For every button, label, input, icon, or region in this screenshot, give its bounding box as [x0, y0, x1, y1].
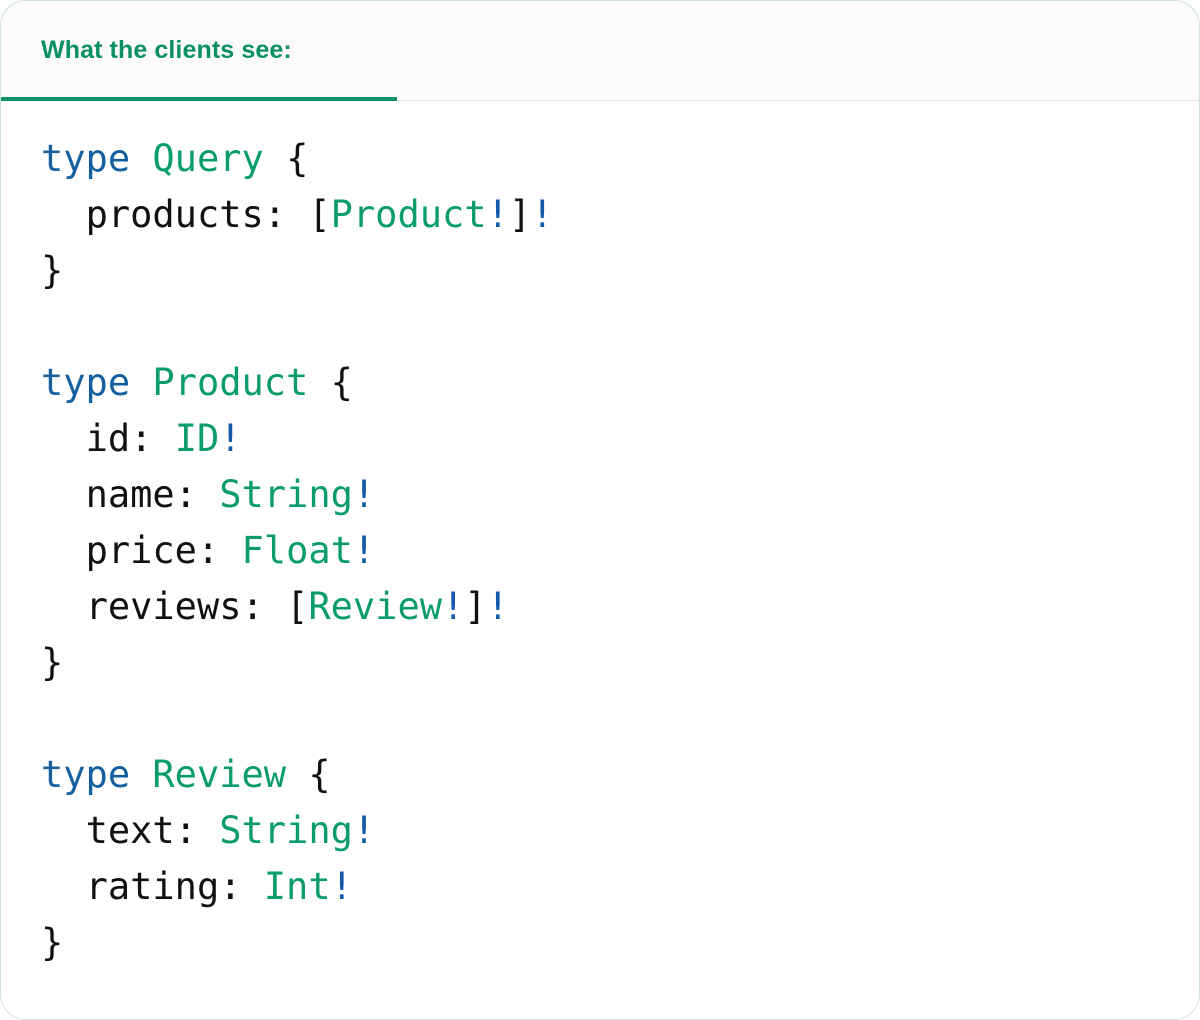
code-token-punctuation: : — [174, 473, 220, 516]
tab-what-the-clients-see[interactable]: What the clients see: — [1, 1, 397, 100]
code-token-punctuation: } — [41, 921, 64, 964]
code-token-punctuation: : — [263, 193, 309, 236]
code-token-type: ID — [174, 417, 220, 460]
code-token-punctuation: : — [130, 417, 175, 460]
code-line: text: String! — [41, 809, 376, 852]
code-line: price: Float! — [41, 529, 376, 572]
code-token-type: String — [219, 473, 353, 516]
code-token-type: Int — [263, 865, 331, 908]
code-line: type Query { — [41, 137, 308, 180]
code-token-bang: ! — [352, 809, 376, 852]
code-token-punctuation: } — [41, 641, 64, 684]
code-line: name: String! — [41, 473, 376, 516]
code-token-plain — [286, 753, 308, 796]
code-token-type: Review — [308, 585, 442, 628]
code-token-plain — [308, 361, 330, 404]
code-token-punctuation: { — [330, 361, 353, 404]
code-token-plain — [130, 753, 152, 796]
tab-bar: What the clients see: — [1, 1, 1199, 101]
code-token-bang: ! — [486, 193, 509, 236]
code-token-bang: ! — [486, 585, 509, 628]
code-token-field: rating — [85, 865, 220, 908]
code-viewer[interactable]: type Query { products: [Product!]! } typ… — [1, 101, 1199, 1019]
code-token-field: id — [85, 417, 131, 460]
code-token-field: reviews — [85, 585, 242, 628]
code-token-punctuation: [ — [308, 193, 331, 236]
code-line: products: [Product!]! — [41, 193, 554, 236]
code-token-field: name — [85, 473, 175, 516]
code-token-plain — [264, 137, 286, 180]
code-token-punctuation: ] — [464, 585, 487, 628]
code-line: reviews: [Review!]! — [41, 585, 509, 628]
code-token-field: products — [85, 193, 264, 236]
code-token-bang: ! — [531, 193, 554, 236]
code-line: } — [41, 921, 63, 964]
code-token-type: Float — [241, 529, 353, 572]
code-token-punctuation: : — [219, 865, 264, 908]
code-token-keyword: type — [41, 137, 131, 180]
code-token-punctuation: [ — [286, 585, 309, 628]
code-token-bang: ! — [352, 473, 376, 516]
code-token-punctuation: } — [41, 249, 64, 292]
code-line: } — [41, 249, 63, 292]
code-token-keyword: type — [41, 361, 131, 404]
code-token-bang: ! — [330, 865, 353, 908]
code-token-type: Product — [330, 193, 487, 236]
code-token-bang: ! — [219, 417, 242, 460]
code-line: id: ID! — [41, 417, 242, 460]
active-tab-indicator — [1, 97, 397, 101]
code-token-type: Product — [152, 361, 309, 404]
code-token-punctuation: ] — [508, 193, 532, 236]
code-token-type: String — [219, 809, 353, 852]
code-token-field: text — [85, 809, 175, 852]
tab-label: What the clients see: — [41, 36, 292, 64]
code-line: rating: Int! — [41, 865, 353, 908]
code-token-type: Review — [152, 753, 287, 796]
code-token-bang: ! — [352, 529, 376, 572]
code-line: } — [41, 641, 63, 684]
code-token-bang: ! — [442, 585, 465, 628]
code-token-punctuation: : — [196, 529, 242, 572]
code-token-keyword: type — [41, 753, 131, 796]
code-token-plain — [130, 361, 152, 404]
code-token-plain — [130, 137, 152, 180]
code-token-field: price — [85, 529, 197, 572]
code-token-type: Query — [152, 137, 264, 180]
code-token-punctuation: : — [241, 585, 287, 628]
code-token-punctuation: { — [308, 753, 331, 796]
code-token-punctuation: : — [174, 809, 220, 852]
graphql-schema-code: type Query { products: [Product!]! } typ… — [1, 131, 1199, 971]
code-line: type Review { — [41, 753, 331, 796]
code-line: type Product { — [41, 361, 353, 404]
code-token-punctuation: { — [286, 137, 309, 180]
